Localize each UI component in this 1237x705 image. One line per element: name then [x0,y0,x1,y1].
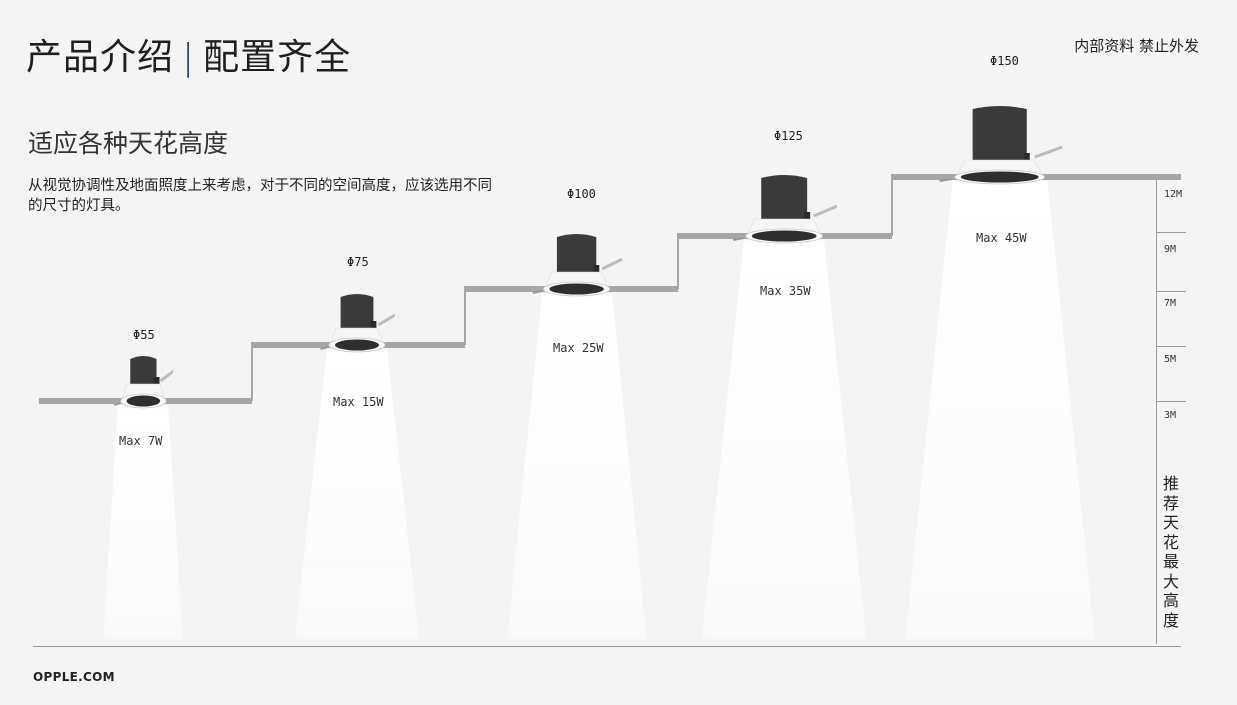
title-sub: 配置齐全 [203,37,352,78]
downlight-4-icon [732,175,838,244]
height-scale-tick-label: 7M [1164,298,1177,309]
vertical-label-char: 天 [1162,513,1179,532]
height-scale-tick-label: 9M [1164,244,1177,255]
downlight-3-icon [533,234,623,297]
lamp-diameter-label: Φ75 [347,255,369,269]
lamp-diameter-label: Φ125 [774,129,803,143]
light-beam-5 [905,181,1095,640]
height-scale-divider [1156,401,1186,402]
section-subtitle: 适应各种天花高度 [28,129,229,158]
downlight-5-icon [939,106,1063,185]
height-scale-divider [1156,232,1186,233]
floor-line [33,646,1181,647]
ceiling-riser-3 [677,233,679,289]
height-scale-tick-label: 12M [1164,189,1183,200]
vertical-label-char: 荐 [1162,493,1179,513]
vertical-label-char: 最 [1162,552,1179,571]
vertical-label-char: 度 [1162,610,1179,630]
ceiling-riser-2 [464,286,466,345]
ceiling-riser-4 [891,174,893,236]
height-scale-divider [1156,291,1186,292]
section-description: 从视觉协调性及地面照度上来考虑，对于不同的空间高度，应该选用不同的尺寸的灯具。 [28,178,492,214]
height-scale-divider [1156,346,1186,347]
lamp-diameter-label: Φ55 [133,328,155,342]
lamp-power-label: Max 15W [333,395,384,409]
downlight-1-icon [113,356,174,409]
lamp-power-label: Max 7W [119,434,163,448]
lamp-diameter-label: Φ100 [567,187,596,201]
height-scale-tick-label: 3M [1164,410,1177,421]
downlight-2-icon [320,294,395,353]
vertical-label-char: 大 [1162,571,1179,591]
light-beam-1 [103,405,183,640]
lamp-power-label: Max 35W [760,284,811,298]
vertical-label-char: 推 [1162,474,1179,493]
height-scale-axis [1156,180,1157,644]
height-scale-tick-label: 5M [1164,354,1177,365]
light-beam-4 [701,240,867,640]
page-title: 产品介绍|配置齐全 [26,28,351,80]
lamp-diameter-label: Φ150 [990,54,1019,68]
title-main: 产品介绍 [26,37,175,78]
vertical-label-char: 花 [1162,532,1179,552]
lamp-power-label: Max 45W [976,231,1027,245]
light-beam-2 [294,349,420,640]
lamp-power-label: Max 25W [553,341,604,355]
vertical-label-char: 高 [1162,591,1179,610]
confidential-note: 内部资料 禁止外发 [1074,37,1199,55]
recommended-ceiling-height-label: 推荐天花最大高度 [1161,474,1181,630]
ceiling-riser-1 [251,342,253,401]
brand-logo: OPPLE.COM [33,670,115,684]
title-separator: | [182,37,196,78]
